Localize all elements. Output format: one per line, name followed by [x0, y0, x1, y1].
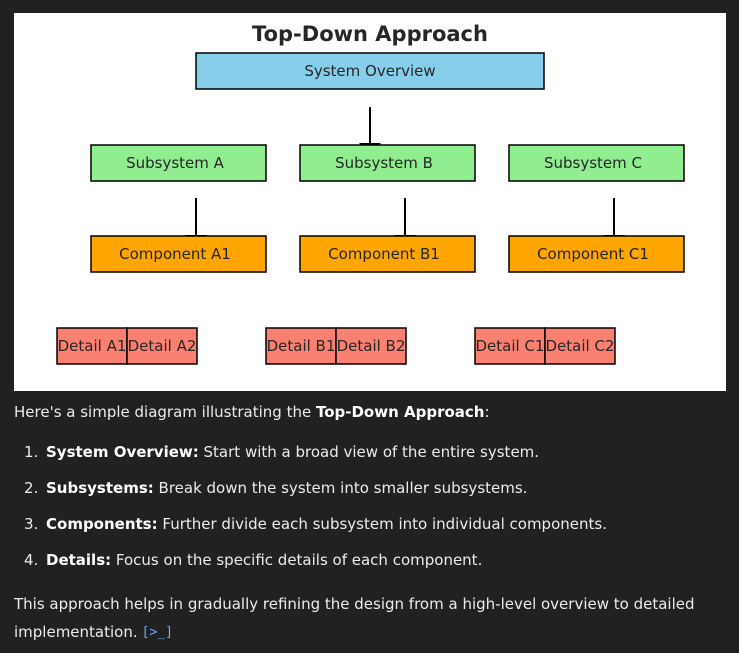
diagram-title: Top-Down Approach: [252, 22, 488, 46]
subsystem-node-c: Subsystem C: [508, 144, 685, 182]
list-item: 4. Details: Focus on the specific detail…: [14, 542, 726, 578]
diagram-svg: Top-Down Approach System Overview Subsys…: [56, 22, 685, 365]
component-node-c1: Component C1: [508, 235, 685, 273]
step-term: Details:: [46, 551, 112, 569]
detail-label-a1: Detail A1: [58, 337, 127, 355]
code-source-icon[interactable]: [>_]: [141, 624, 173, 640]
step-number: 3.: [24, 515, 39, 533]
component-node-b1: Component B1: [299, 235, 476, 273]
step-text: Focus on the specific details of each co…: [111, 551, 483, 569]
step-text: Start with a broad view of the entire sy…: [198, 443, 540, 461]
detail-node-b1: Detail B1: [265, 327, 337, 365]
step-term: Subsystems:: [46, 479, 154, 497]
step-number: 4.: [24, 551, 39, 569]
detail-node-c1: Detail C1: [474, 327, 546, 365]
subsystem-node-b: Subsystem B: [299, 144, 476, 182]
intro-suffix: :: [484, 403, 490, 421]
overview-node: System Overview: [195, 52, 545, 90]
step-term: System Overview:: [46, 443, 199, 461]
step-number: 2.: [24, 479, 39, 497]
step-term: Components:: [46, 515, 158, 533]
list-item: 3. Components: Further divide each subsy…: [14, 506, 726, 542]
list-item: 2. Subsystems: Break down the system int…: [14, 470, 726, 506]
detail-node-a1: Detail A1: [56, 327, 128, 365]
step-text: Break down the system into smaller subsy…: [153, 479, 528, 497]
overview-label: System Overview: [304, 62, 435, 80]
outro-text: This approach helps in gradually refinin…: [14, 595, 695, 641]
subsystem-label-c: Subsystem C: [544, 154, 642, 172]
component-label-b1: Component B1: [328, 245, 440, 263]
steps-list: 1. System Overview: Start with a broad v…: [14, 434, 726, 578]
step-text: Further divide each subsystem into indiv…: [157, 515, 607, 533]
detail-node-a2: Detail A2: [126, 327, 198, 365]
intro-bold: Top-Down Approach: [315, 403, 485, 421]
assistant-message: Here's a simple diagram illustrating the…: [14, 398, 726, 647]
detail-label-c2: Detail C2: [546, 337, 615, 355]
list-item: 1. System Overview: Start with a broad v…: [14, 434, 726, 470]
step-number: 1.: [24, 443, 39, 461]
component-label-a1: Component A1: [119, 245, 231, 263]
subsystem-label-a: Subsystem A: [126, 154, 225, 172]
detail-label-a2: Detail A2: [128, 337, 197, 355]
outro-paragraph: This approach helps in gradually refinin…: [14, 590, 726, 647]
detail-node-b2: Detail B2: [335, 327, 407, 365]
detail-label-b1: Detail B1: [267, 337, 336, 355]
subsystem-node-a: Subsystem A: [90, 144, 267, 182]
detail-node-c2: Detail C2: [544, 327, 616, 365]
intro-prefix: Here's a simple diagram illustrating the: [14, 403, 316, 421]
detail-label-b2: Detail B2: [337, 337, 406, 355]
intro-paragraph: Here's a simple diagram illustrating the…: [14, 398, 726, 426]
component-node-a1: Component A1: [90, 235, 267, 273]
diagram-figure: Top-Down Approach System Overview Subsys…: [14, 13, 726, 391]
subsystem-label-b: Subsystem B: [335, 154, 433, 172]
detail-label-c1: Detail C1: [476, 337, 545, 355]
component-label-c1: Component C1: [537, 245, 649, 263]
